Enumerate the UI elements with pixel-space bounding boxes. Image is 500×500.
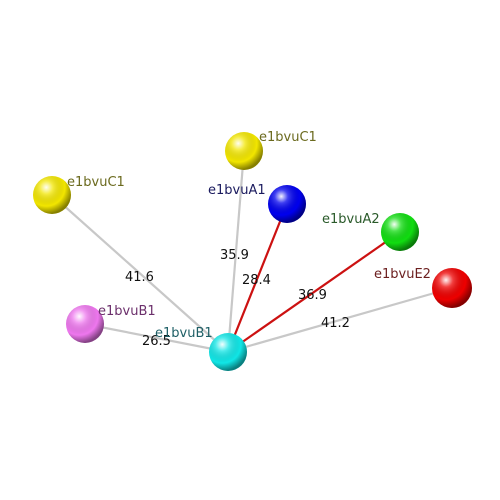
node-label-c1b: e1bvuC1 <box>67 175 125 190</box>
node-sphere-shading <box>432 268 472 308</box>
node-e2[interactable] <box>432 268 472 308</box>
node-sphere-shading <box>268 185 306 223</box>
node-label-b1c: e1bvuB1 <box>155 326 213 341</box>
node-sphere-shading <box>225 132 263 170</box>
edge-b1c-a2 <box>227 231 401 353</box>
edge-b1c-a1 <box>226 203 289 353</box>
node-b1m[interactable] <box>66 305 104 343</box>
node-sphere-shading <box>66 305 104 343</box>
node-label-b1m: e1bvuB1 <box>98 304 156 319</box>
edges <box>51 150 453 354</box>
node-b1c[interactable] <box>209 333 247 371</box>
node-label-e2: e1bvuE2 <box>374 267 431 282</box>
edge-b1c-e2 <box>227 286 453 354</box>
node-label-c1a: e1bvuC1 <box>259 130 317 145</box>
node-c1b[interactable] <box>33 176 71 214</box>
edge-b1c-b1m <box>84 322 229 354</box>
edge-label-b1c-c1b: 41.6 <box>125 270 154 285</box>
node-label-a1: e1bvuA1 <box>208 183 266 198</box>
node-sphere-shading <box>33 176 71 214</box>
nodes <box>33 132 472 371</box>
node-sphere-shading <box>381 213 419 251</box>
node-label-a2: e1bvuA2 <box>322 212 380 227</box>
node-sphere-shading <box>209 333 247 371</box>
edge-label-b1c-a1: 28.4 <box>242 273 271 288</box>
edge-label-b1c-c1a: 35.9 <box>220 248 249 263</box>
node-c1a[interactable] <box>225 132 263 170</box>
edge-labels: 41.6 35.9 28.4 36.9 41.2 26.5 <box>125 248 350 349</box>
node-a2[interactable] <box>381 213 419 251</box>
node-labels: e1bvuC1 e1bvuC1 e1bvuA1 e1bvuA2 e1bvuE2 … <box>67 130 431 341</box>
edge-label-b1c-b1m: 26.5 <box>142 334 171 349</box>
edge-b1c-c1a <box>226 150 246 353</box>
edge-label-b1c-e2: 41.2 <box>321 316 350 331</box>
edge-b1c-c1b <box>51 194 229 353</box>
edge-label-b1c-a2: 36.9 <box>298 288 327 303</box>
node-a1[interactable] <box>268 185 306 223</box>
